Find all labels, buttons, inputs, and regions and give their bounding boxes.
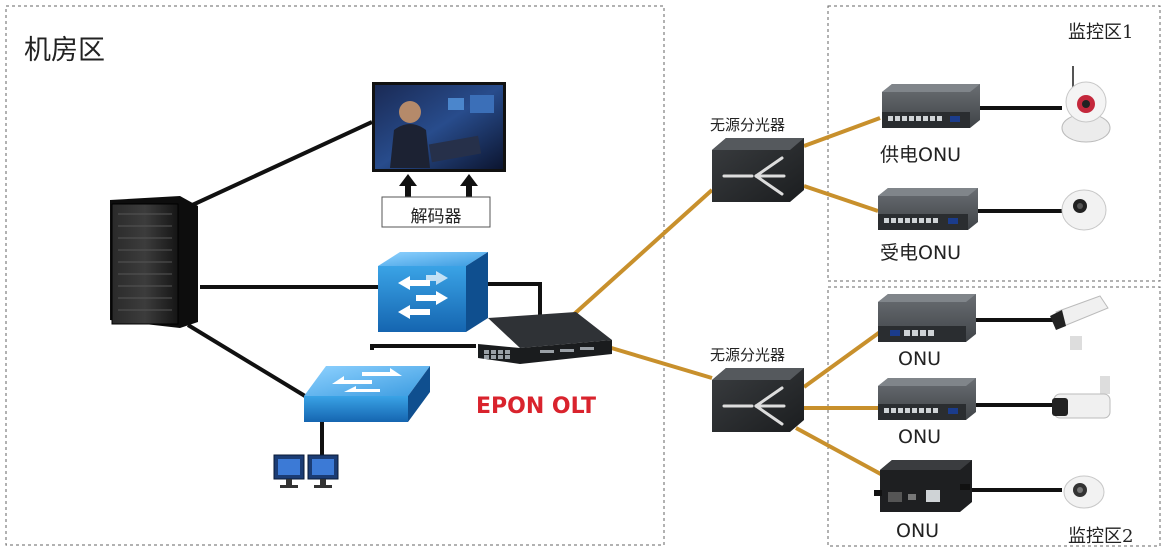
onu-2-icon xyxy=(878,378,976,420)
splitter-top-icon xyxy=(712,138,804,202)
monitor-zone-2-border xyxy=(827,286,1161,547)
olt-device-icon xyxy=(478,312,612,364)
splitter-bottom-label: 无源分光器 xyxy=(710,346,786,364)
copper-links xyxy=(186,106,1062,492)
monitor-screen-icon xyxy=(372,82,506,172)
server-rack-icon xyxy=(110,196,198,328)
monitor-zone-1-title: 监控区1 xyxy=(1068,22,1134,43)
olt-label: EPON OLT xyxy=(476,394,597,419)
core-switch-icon xyxy=(378,252,488,332)
fiber-links xyxy=(570,116,889,480)
onu-3-icon xyxy=(874,460,972,512)
ptz-camera-icon xyxy=(1061,66,1111,143)
dome-camera-icon xyxy=(1061,189,1107,231)
workstation-icon xyxy=(273,454,339,488)
monitor-zone-2-title: 监控区2 xyxy=(1068,526,1134,547)
bullet-camera-1-icon xyxy=(1050,295,1109,350)
onu-3-label: ONU xyxy=(896,520,940,542)
splitter-top-label: 无源分光器 xyxy=(710,116,786,134)
onu-1-label: ONU xyxy=(898,348,942,370)
splitter-bottom-icon xyxy=(712,368,804,432)
onu-poe-supply-label: 供电ONU xyxy=(880,144,962,166)
onu-poe-supply-icon xyxy=(882,84,980,128)
monitor-zone-1-border xyxy=(827,5,1161,282)
bullet-camera-2-icon xyxy=(1052,376,1111,419)
access-switch-icon xyxy=(304,366,430,422)
decoder-box xyxy=(381,196,491,228)
onu-2-label: ONU xyxy=(898,426,942,448)
onu-1-icon xyxy=(878,294,976,342)
decoder-label: 解码器 xyxy=(410,207,462,227)
small-dome-camera-icon xyxy=(1063,475,1105,509)
onu-poe-receive-icon xyxy=(878,188,978,230)
machine-room-title: 机房区 xyxy=(24,35,105,66)
onu-poe-receive-label: 受电ONU xyxy=(880,242,962,264)
up-arrow-icons xyxy=(399,174,478,197)
machine-room-border xyxy=(5,5,665,546)
